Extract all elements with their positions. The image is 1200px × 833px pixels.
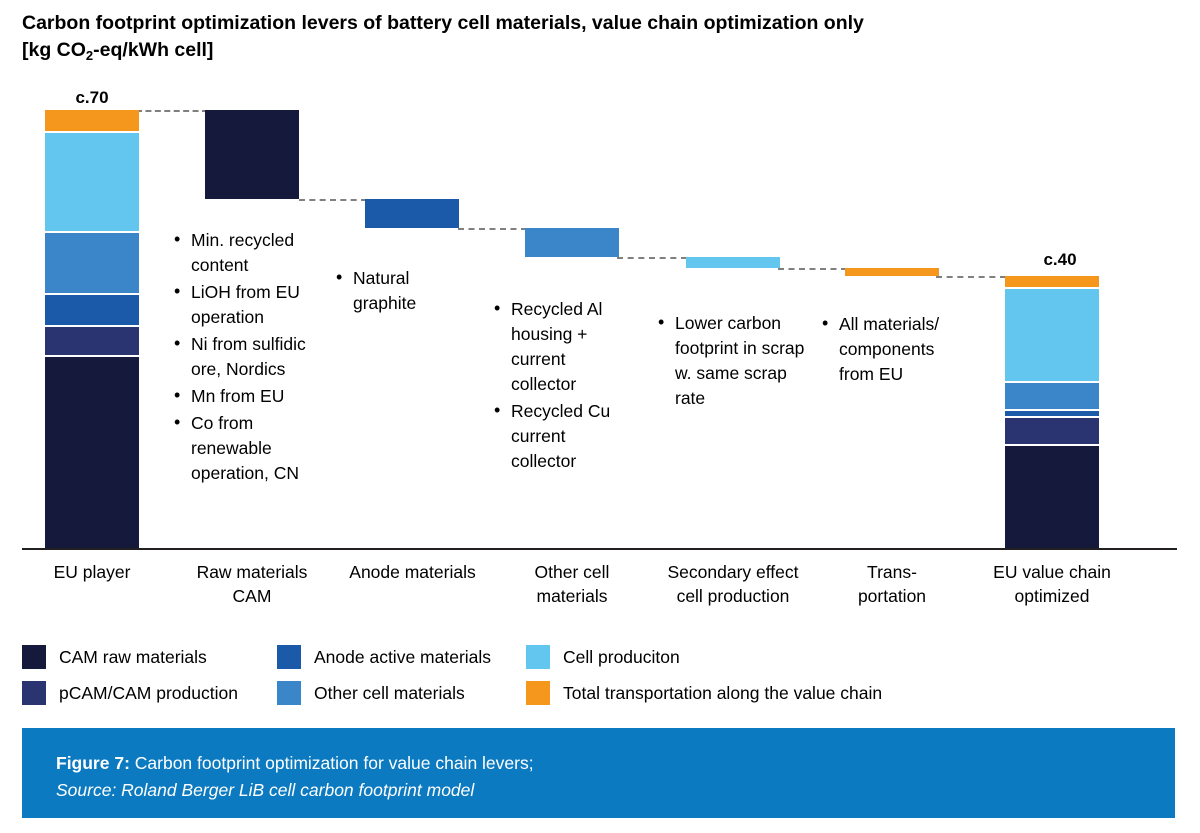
x-label-eu-player: EU player (22, 560, 162, 584)
segment-cell-production (45, 133, 139, 233)
segment-total-transportation (1005, 276, 1099, 289)
x-label-anode-materials: Anode materials (340, 560, 485, 584)
annotations-secondary-effect: Lower carbon footprint in scrap w. same … (658, 310, 818, 413)
connector-5 (778, 268, 847, 270)
segment-total-transportation (45, 110, 139, 133)
x-label-line-1: EU value chain (993, 562, 1111, 582)
connector-4 (617, 257, 687, 259)
x-label-line-2: materials (536, 586, 608, 606)
annotations-anode-materials: Natural graphite (336, 265, 466, 318)
legend-swatch-icon (277, 645, 301, 669)
bar-transportation[interactable] (845, 268, 939, 276)
title-line-2: [kg CO2-eq/kWh cell] (22, 37, 1162, 65)
legend-label: Total transportation along the value cha… (563, 682, 883, 703)
x-label-raw-materials-cam: Raw materials CAM (182, 560, 322, 608)
segment-cam-raw-materials (45, 357, 139, 548)
figure-number: Figure 7: (56, 753, 130, 773)
legend-item-other-cell-materials[interactable]: Other cell materials (277, 681, 465, 705)
x-label-line-1: Other cell (534, 562, 610, 582)
figure-caption: Figure 7: Carbon footprint optimization … (56, 750, 534, 804)
bar-raw-materials-cam[interactable] (205, 110, 299, 199)
legend-label: Cell produciton (563, 646, 680, 667)
segment-other-cell-materials (1005, 383, 1099, 411)
x-label-secondary-effect: Secondary effect cell production (648, 560, 818, 608)
x-label-transportation: Trans- portation (822, 560, 962, 608)
legend-item-pcam-cam-production[interactable]: pCAM/CAM production (22, 681, 238, 705)
bar-eu-value-chain-optimized[interactable] (1005, 276, 1099, 548)
connector-3 (458, 228, 527, 230)
title-unit-pre: [kg CO (22, 39, 86, 61)
x-label-line-2: cell production (676, 586, 790, 606)
title-unit-post: -eq/kWh cell] (93, 39, 214, 61)
legend-item-cell-production[interactable]: Cell produciton (526, 645, 680, 669)
figure-caption-band: Figure 7: Carbon footprint optimization … (22, 728, 1175, 818)
bullet-item: Ni from sulfidic ore, Nordics (174, 331, 334, 382)
end-total-label: c.40 (1043, 250, 1077, 269)
legend-swatch-icon (526, 681, 550, 705)
segment-anode-active-materials (1005, 411, 1099, 418)
figure-source: Source: Roland Berger LiB cell carbon fo… (56, 780, 475, 800)
page-title: Carbon footprint optimization levers of … (22, 10, 1162, 65)
x-label-line-1: EU player (53, 562, 131, 582)
legend-label: Anode active materials (314, 646, 492, 667)
x-label-line-1: Raw materials (196, 562, 308, 582)
bullet-item: Recycled Al housing + current collector (494, 296, 634, 397)
segment-anode-active-materials (45, 295, 139, 327)
legend-label: CAM raw materials (59, 646, 207, 667)
bullet-item: LiOH from EU operation (174, 279, 334, 330)
bullet-item: Natural graphite (336, 265, 466, 316)
bullet-item: Recycled Cu current collector (494, 398, 634, 474)
legend-item-cam-raw-materials[interactable]: CAM raw materials (22, 645, 207, 669)
connector-6 (936, 276, 1006, 278)
legend-swatch-icon (277, 681, 301, 705)
figure-description: Carbon footprint optimization for value … (129, 753, 534, 773)
legend-swatch-icon (22, 645, 46, 669)
x-label-line-1: Anode materials (349, 562, 476, 582)
legend-item-anode-active-materials[interactable]: Anode active materials (277, 645, 491, 669)
bullet-item: All materials/ components from EU (822, 311, 962, 387)
title-unit-sub: 2 (85, 48, 94, 63)
annotations-raw-materials-cam: Min. recycled content LiOH from EU opera… (174, 227, 334, 488)
bar-anode-materials[interactable] (365, 199, 459, 228)
x-label-eu-value-chain-optimized: EU value chain optimized (982, 560, 1122, 608)
title-line-1: Carbon footprint optimization levers of … (22, 12, 864, 34)
legend-item-total-transportation[interactable]: Total transportation along the value cha… (526, 681, 882, 705)
segment-pcam-cam-production (1005, 418, 1099, 446)
legend-swatch-icon (22, 681, 46, 705)
x-label-line-2: portation (857, 586, 927, 606)
x-label-line-1: Secondary effect (667, 562, 799, 582)
bar-eu-player[interactable] (45, 110, 139, 548)
legend-label: Other cell materials (314, 682, 465, 703)
x-axis-line (22, 548, 1177, 550)
x-label-other-cell-materials: Other cell materials (502, 560, 642, 608)
bullet-item: Mn from EU (174, 383, 334, 409)
start-total-label: c.70 (75, 88, 109, 107)
waterfall-chart: c.70 c.40 Min. recycled content (0, 0, 1200, 620)
figure-caption-line-1: Figure 7: Carbon footprint optimization … (56, 750, 534, 777)
bullet-item: Min. recycled content (174, 227, 334, 278)
segment-pcam-cam-production (45, 327, 139, 357)
bullet-item: Co from renewable operation, CN (174, 410, 334, 486)
segment-cell-production (1005, 289, 1099, 383)
legend-swatch-icon (526, 645, 550, 669)
annotations-transportation: All materials/ components from EU (822, 311, 962, 389)
x-label-line-2: CAM (232, 586, 272, 606)
annotations-other-cell-materials: Recycled Al housing + current collector … (494, 296, 634, 476)
segment-other-cell-materials (45, 233, 139, 295)
x-label-line-2: optimized (1014, 586, 1090, 606)
bar-other-cell-materials[interactable] (525, 228, 619, 257)
segment-cam-raw-materials (1005, 446, 1099, 548)
connector-1 (136, 110, 208, 112)
x-label-line-1: Trans- (867, 562, 917, 582)
bullet-item: Lower carbon footprint in scrap w. same … (658, 310, 818, 411)
legend-label: pCAM/CAM production (59, 682, 238, 703)
bar-secondary-effect-cell-production[interactable] (686, 257, 780, 268)
connector-2 (299, 199, 367, 201)
